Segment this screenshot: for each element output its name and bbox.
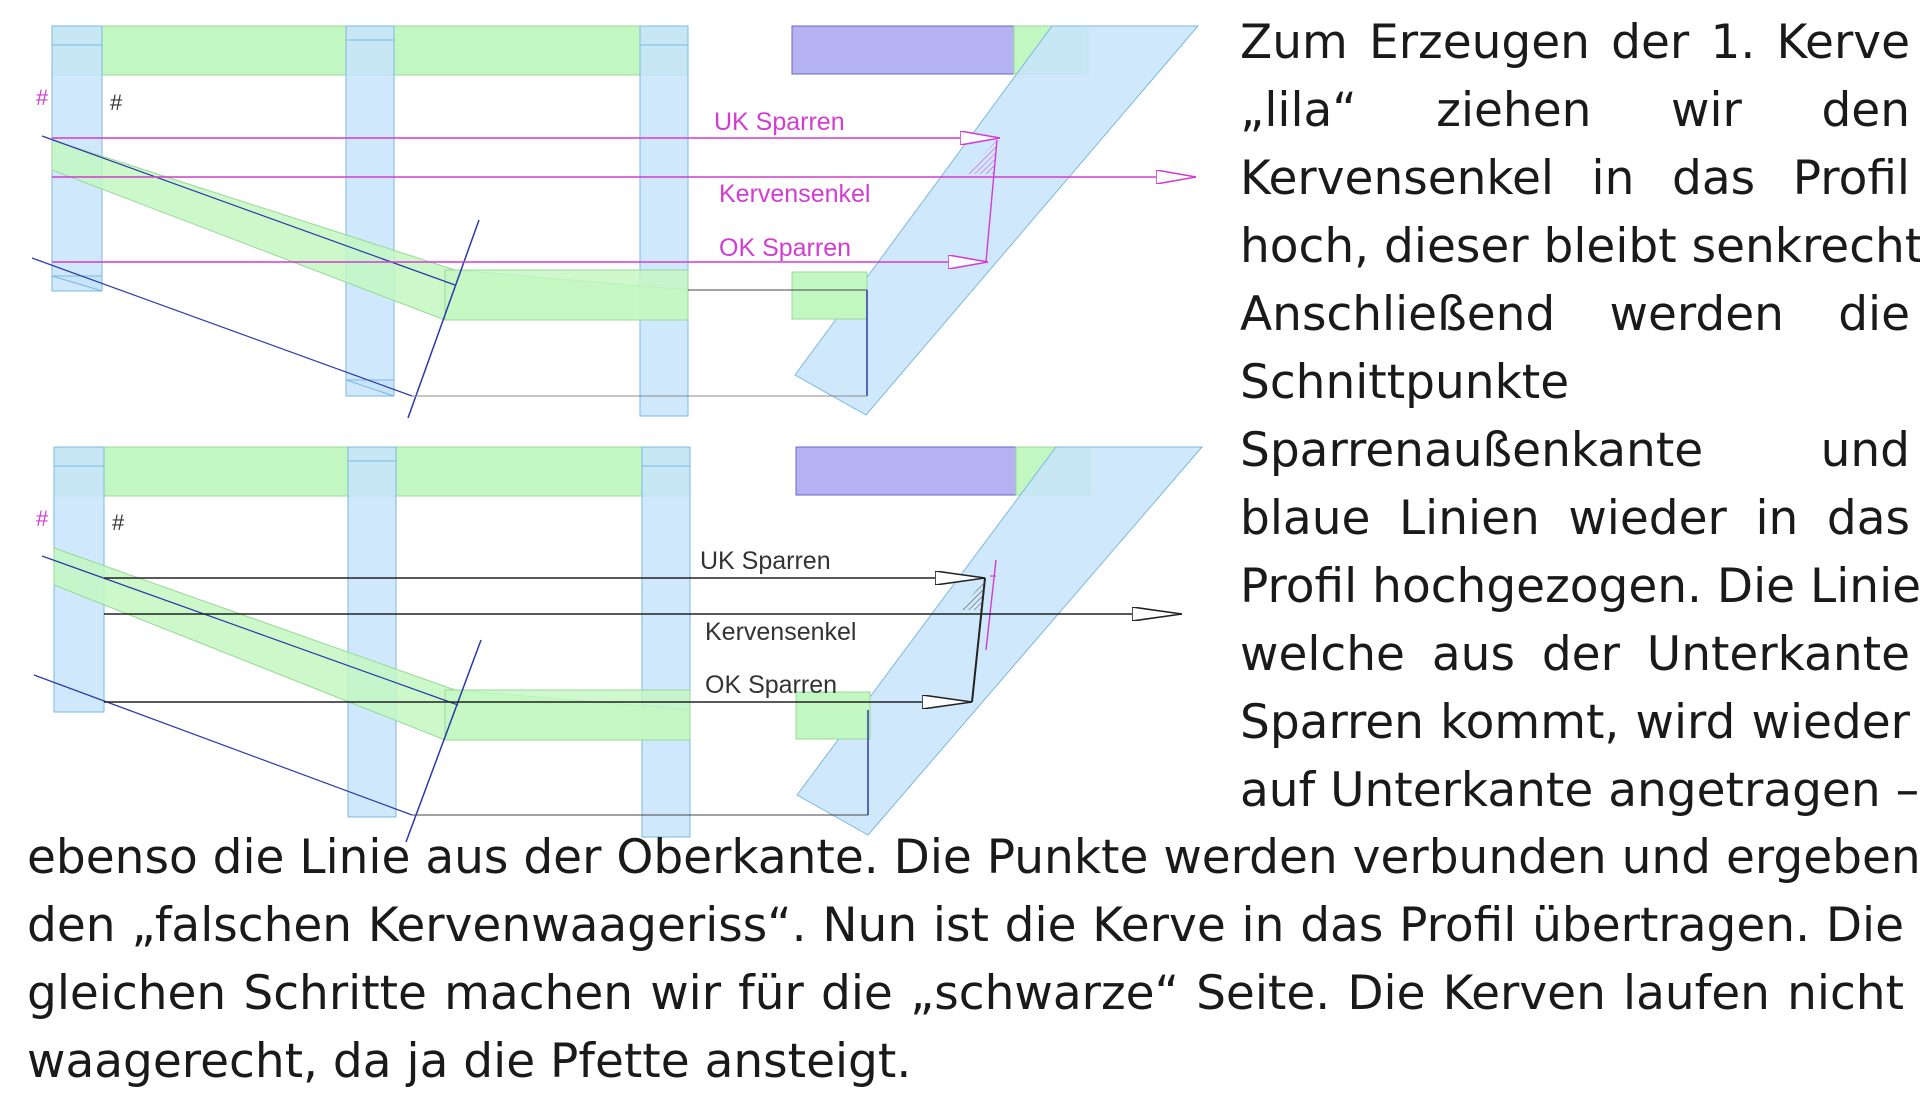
text-paragraph-right: Zum Erzeugen der 1. Kerve „lila“ ziehen … bbox=[1240, 9, 1920, 825]
top-hash-right: # bbox=[110, 90, 123, 115]
text-line: gleichen Schritte machen wir für die „sc… bbox=[27, 966, 1904, 1021]
text-line: blaue Linien wieder in das bbox=[1240, 491, 1910, 546]
text-line: waagerecht, da ja die Pfette ansteigt. bbox=[27, 1034, 912, 1089]
text-line: „lila“ ziehen wir den bbox=[1240, 83, 1910, 138]
bottom-hash-right: # bbox=[112, 510, 125, 535]
top-hash-left: # bbox=[36, 85, 49, 110]
text-line: auf Unterkante angetragen – bbox=[1240, 763, 1920, 818]
top-label-kervensenkel: Kervensenkel bbox=[719, 180, 870, 208]
top-post-2 bbox=[345, 25, 395, 397]
text-line: Schnittpunkte bbox=[1240, 355, 1570, 410]
text-line: ebenso die Linie aus der Oberkante. Die … bbox=[27, 830, 1920, 885]
top-label-ok-sparren: OK Sparren bbox=[719, 234, 851, 262]
top-label-uk-sparren: UK Sparren bbox=[714, 108, 845, 136]
text-line: Zum Erzeugen der 1. Kerve bbox=[1240, 15, 1910, 70]
bottom-small-block bbox=[795, 691, 871, 740]
top-diagram: # # UK Sparren Kervensenkel OK Sparren bbox=[31, 25, 1200, 419]
text-line: den „falschen Kervenwaageriss“. Nun ist … bbox=[27, 898, 1904, 953]
text-line: welche aus der Unterkante bbox=[1240, 627, 1910, 682]
bottom-label-kervensenkel: Kervensenkel bbox=[705, 618, 856, 646]
text-paragraph-bottom: ebenso die Linie aus der Oberkante. Die … bbox=[27, 824, 1920, 1096]
bottom-lila-bar bbox=[795, 446, 1017, 496]
top-small-block bbox=[791, 271, 868, 320]
text-line: hoch, dieser bleibt senkrecht. bbox=[1240, 219, 1920, 274]
text-line: Kervensenkel in das Profil bbox=[1240, 151, 1910, 206]
text-line: Sparrenaußenkante und bbox=[1240, 423, 1910, 478]
kerve-construction-diagram: # # UK Sparren Kervensenkel OK Sparren bbox=[31, 25, 1204, 843]
bottom-label-ok-sparren: OK Sparren bbox=[705, 671, 837, 699]
bottom-post-3 bbox=[641, 446, 691, 838]
bottom-label-uk-sparren: UK Sparren bbox=[700, 547, 831, 575]
bottom-post-2 bbox=[347, 446, 397, 818]
bottom-hash-left: # bbox=[36, 506, 49, 531]
top-lila-bar bbox=[791, 25, 1015, 75]
text-line: Anschließend werden die bbox=[1240, 287, 1910, 342]
text-line: Sparren kommt, wird wieder bbox=[1240, 695, 1910, 750]
bottom-slanted-profile bbox=[796, 446, 1204, 836]
top-slanted-profile bbox=[794, 25, 1200, 416]
bottom-lower-beam bbox=[444, 689, 691, 741]
top-post-3 bbox=[639, 25, 689, 417]
text-line: Profil hochgezogen. Die Linie, bbox=[1240, 559, 1920, 614]
top-lower-beam bbox=[444, 269, 689, 321]
bottom-diagram: # # UK Sparren Kervensenkel OK Sparren bbox=[33, 446, 1204, 843]
